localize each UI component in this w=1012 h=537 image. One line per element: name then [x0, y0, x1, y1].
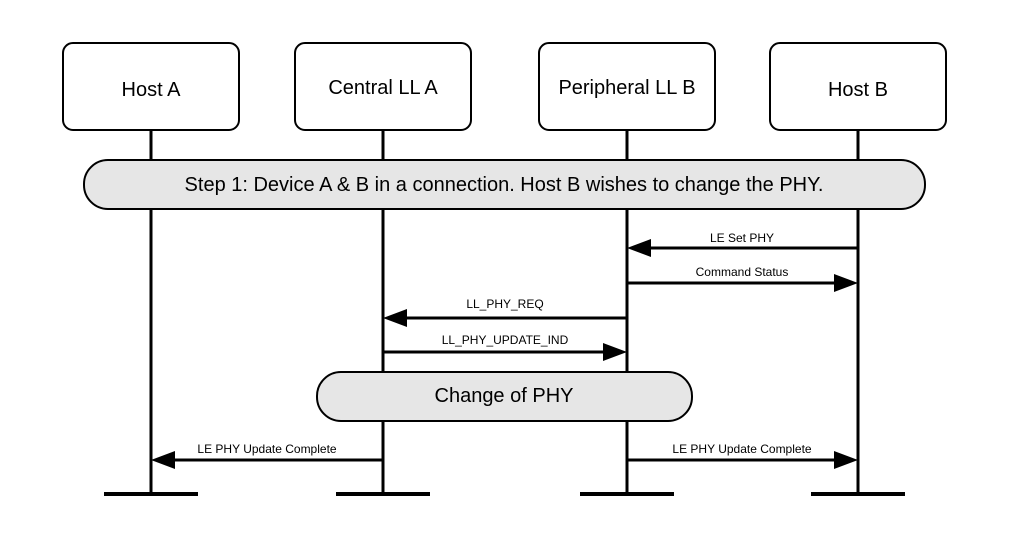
- message-label: LL_PHY_UPDATE_IND: [442, 333, 569, 347]
- message-label: LE PHY Update Complete: [672, 442, 812, 456]
- arrowhead-right-icon: [603, 343, 627, 361]
- message-command-status: Command Status: [627, 265, 858, 292]
- arrowhead-left-icon: [383, 309, 407, 327]
- participant-label: Host A: [122, 79, 182, 101]
- note-step-1: Step 1: Device A & B in a connection. Ho…: [83, 159, 926, 210]
- message-le-phy-update-complete-host-b: LE PHY Update Complete: [627, 442, 858, 469]
- message-le-phy-update-complete-host-a: LE PHY Update Complete: [151, 442, 383, 469]
- arrowhead-left-icon: [627, 239, 651, 257]
- arrowhead-right-icon: [834, 451, 858, 469]
- message-label: LL_PHY_REQ: [466, 297, 543, 311]
- participant-label: Peripheral LL B: [558, 77, 695, 99]
- note-step-1-text: Step 1: Device A & B in a connection. Ho…: [185, 174, 824, 196]
- participant-peripheral-ll-b: Peripheral LL B: [538, 42, 716, 131]
- participant-host-a: Host A: [62, 42, 240, 131]
- message-ll-phy-req: LL_PHY_REQ: [383, 297, 627, 327]
- participant-host-b: Host B: [769, 42, 947, 131]
- message-label: Command Status: [696, 265, 789, 279]
- note-change-of-phy-text: Change of PHY: [435, 385, 574, 407]
- participant-label: Host B: [828, 79, 888, 101]
- message-label: LE PHY Update Complete: [197, 442, 337, 456]
- participant-central-ll-a: Central LL A: [294, 42, 472, 131]
- note-change-of-phy: Change of PHY: [316, 371, 693, 422]
- arrowhead-right-icon: [834, 274, 858, 292]
- message-ll-phy-update-ind: LL_PHY_UPDATE_IND: [383, 333, 627, 361]
- participant-label: Central LL A: [328, 77, 438, 99]
- message-le-set-phy: LE Set PHY: [627, 231, 858, 257]
- arrowhead-left-icon: [151, 451, 175, 469]
- message-label: LE Set PHY: [710, 231, 774, 245]
